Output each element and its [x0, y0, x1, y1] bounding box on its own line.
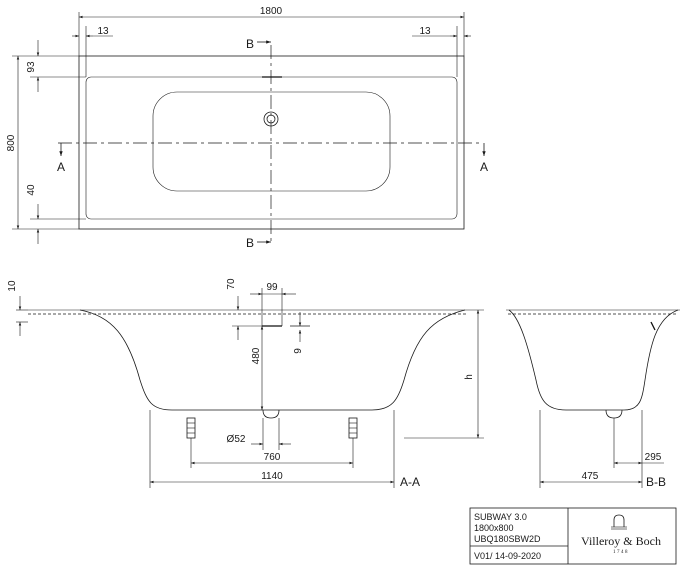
dim-overflow-spacing: 99 [266, 282, 278, 293]
section-aa-label: A-A [400, 475, 420, 489]
section-b-top: B [246, 37, 254, 51]
brand-logo-icon [611, 514, 627, 530]
section-a-left: A [57, 160, 65, 174]
dim-rim-right: 13 [419, 26, 431, 37]
dim-overall-width: 800 [6, 134, 17, 151]
foot-left [186, 417, 196, 439]
dim-rim-bottom: 40 [26, 184, 37, 196]
brand-name: Villeroy & Boch [581, 534, 661, 548]
section-aa-profile [79, 309, 466, 411]
section-aa-view: 10 70 99 9 480 h Ø52 760 [7, 278, 484, 489]
dim-overall-length: 1800 [260, 6, 283, 17]
dim-height: h [464, 374, 475, 380]
dim-drain-diameter: Ø52 [227, 434, 246, 445]
dim-bottom-length: 1140 [261, 471, 283, 482]
plan-view: 1800 13 13 800 93 40 A A B [6, 6, 488, 250]
dim-overflow-gap: 9 [293, 348, 304, 354]
plan-drain [263, 111, 279, 127]
dim-rim-top: 93 [26, 61, 37, 73]
revision-date: V01/ 14-09-2020 [474, 551, 541, 561]
plan-basin [152, 91, 391, 192]
plan-outer-outline [78, 55, 465, 230]
dim-bottom-width: 475 [582, 471, 599, 482]
section-bb-profile [508, 309, 679, 411]
product-name: SUBWAY 3.0 [474, 512, 527, 522]
product-code: UBQ180SBW2D [474, 534, 541, 544]
product-size: 1800x800 [474, 523, 514, 533]
dim-rim-thickness: 10 [7, 280, 18, 292]
section-b-bottom: B [246, 236, 254, 250]
title-block: SUBWAY 3.0 1800x800 UBQ180SBW2D V01/ 14-… [469, 507, 677, 565]
brand-year: 1748 [613, 550, 629, 555]
section-a-right: A [480, 160, 488, 174]
dim-feet-spacing: 760 [264, 452, 281, 463]
plan-inner-rim [85, 76, 458, 220]
section-bb-label: B-B [646, 475, 666, 489]
dim-drain-depth: 480 [251, 347, 262, 364]
dim-drain-offset: 295 [645, 452, 662, 463]
dim-overflow-offset: 70 [226, 278, 237, 290]
foot-right [348, 417, 358, 439]
section-bb-view: 475 295 B-B [506, 309, 680, 489]
dim-rim-left: 13 [97, 26, 109, 37]
